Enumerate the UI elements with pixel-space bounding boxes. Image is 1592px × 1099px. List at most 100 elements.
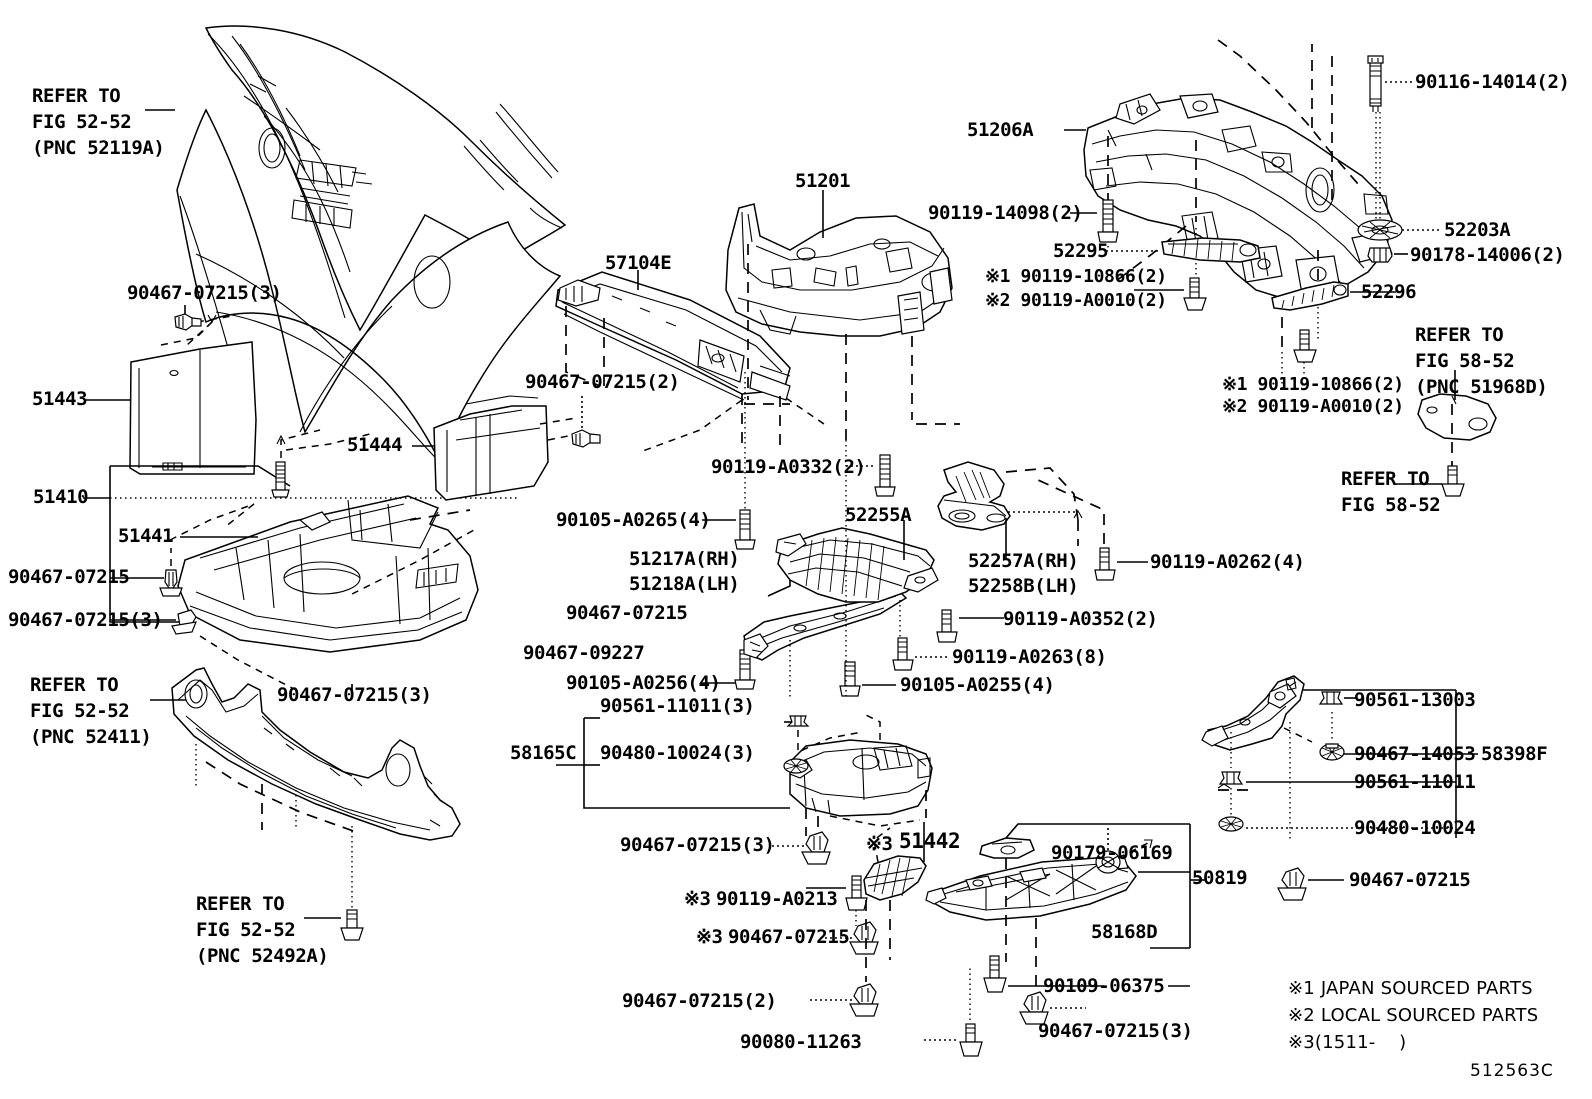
label-refer-52411: REFER TO FIG 52-52 (PNC 52411)	[30, 674, 152, 748]
label-90119-a0262: 90119-A0262(4)	[1150, 551, 1305, 573]
label-90467-07215-j: 90467-07215(3)	[1038, 1020, 1193, 1042]
label-51218a-lh: 51218A(LH)	[629, 573, 740, 595]
fastener-art-90480-10024-b	[1218, 816, 1244, 832]
label-refer-5852: REFER TO FIG 58-52	[1341, 468, 1441, 516]
label-90467-07215-h: 90467-07215	[728, 926, 850, 948]
fastener-art-90467-07215-c	[171, 609, 197, 635]
label-90467-09227: 90467-09227	[523, 642, 645, 664]
fastener-art-90116-14014	[1367, 55, 1384, 112]
label-refer-52492a: REFER TO FIG 52-52 (PNC 52492A)	[196, 893, 329, 967]
label-90467-07215-h-mark: ※3	[696, 926, 723, 948]
label-51442-mark: ※3	[866, 833, 893, 855]
fastener-art-90561-11011-a	[786, 715, 810, 727]
fastener-art-90467-07215-h	[1019, 991, 1049, 1025]
label-90480-10024-b: 90480-10024	[1354, 817, 1476, 839]
label-90467-07215-i: 90467-07215(2)	[622, 990, 777, 1012]
fastener-art-refer-5852-bolt	[1441, 465, 1465, 497]
label-90561-11011-b: 90561-11011	[1354, 771, 1476, 793]
label-90119-a0213: 90119-A0213	[716, 888, 838, 910]
fastener-art-90109-06375	[983, 955, 1007, 993]
label-90467-07215-c: 90467-07215(3)	[8, 609, 163, 631]
drawing-number: 512563C	[1470, 1061, 1554, 1081]
fastener-art-90119-a0352	[936, 609, 958, 643]
label-alt-top-1: ※1 90119-10866(2)	[985, 266, 1167, 287]
part-art-51443	[129, 314, 257, 475]
label-alt-top-2: ※2 90119-A0010(2)	[985, 290, 1167, 311]
fastener-art-90105-a0255	[839, 661, 861, 697]
fastener-art-90467-14053	[1319, 743, 1345, 761]
label-90116-14014: 90116-14014(2)	[1415, 71, 1570, 93]
label-90179-06169: 90179-06169	[1051, 842, 1173, 864]
fastener-art-90105-a0265	[734, 509, 756, 550]
label-90105-a0265: 90105-A0265(4)	[556, 509, 711, 531]
label-90080-11263: 90080-11263	[740, 1031, 862, 1053]
fastener-art-90119-a0332	[874, 454, 896, 497]
fastener-art-90467-07215-g	[849, 983, 879, 1017]
part-art-52296	[1271, 281, 1349, 311]
label-51206a: 51206A	[967, 119, 1034, 141]
part-art-bumper-cover-52119a	[176, 25, 567, 464]
label-90467-07215-k: 90467-07215	[1349, 869, 1471, 891]
part-art-51201	[725, 203, 953, 337]
label-90119-a0352: 90119-A0352(2)	[1003, 608, 1158, 630]
label-alt-mid-1: ※1 90119-10866(2)	[1222, 374, 1404, 395]
label-refer-51968d: REFER TO FIG 58-52 (PNC 51968D)	[1415, 324, 1548, 398]
label-90467-07215-e: 90467-07215(2)	[525, 371, 680, 393]
footnote-1: ※1 JAPAN SOURCED PARTS	[1288, 978, 1533, 999]
label-58165c: 58165C	[510, 742, 577, 764]
part-art-52255a	[775, 527, 939, 603]
label-90467-14053: 90467-14053	[1354, 743, 1476, 765]
fastener-art-90119-a0262	[1094, 547, 1116, 581]
label-90119-a0332: 90119-A0332(2)	[711, 456, 866, 478]
label-51441: 51441	[118, 525, 174, 547]
label-90467-07215-a: 90467-07215(3)	[127, 282, 282, 304]
part-art-51441-undercover	[177, 495, 479, 653]
label-90480-10024-a: 90480-10024(3)	[600, 742, 755, 764]
label-51201: 51201	[795, 170, 851, 192]
label-90119-14098: 90119-14098(2)	[928, 202, 1083, 224]
fastener-art-90467-07215-b	[159, 569, 183, 597]
fastener-art-90119-a0213	[845, 875, 868, 926]
part-art-51442	[863, 855, 927, 901]
part-art-52295	[1161, 237, 1261, 263]
fastener-art-90561-11011-b	[1218, 771, 1244, 785]
label-90178-14006: 90178-14006(2)	[1410, 244, 1565, 266]
label-90119-a0263: 90119-A0263(8)	[952, 646, 1107, 668]
label-57104e: 57104E	[605, 252, 672, 274]
label-90467-07215-d: 90467-07215(3)	[277, 684, 432, 706]
part-art-52257a	[937, 461, 1011, 531]
label-refer-52119a: REFER TO FIG 52-52 (PNC 52119A)	[32, 85, 165, 159]
fastener-art-90119-a0263	[892, 637, 914, 671]
label-alt-mid-2: ※2 90119-A0010(2)	[1222, 396, 1404, 417]
label-52295: 52295	[1053, 240, 1109, 262]
label-90561-11011-a: 90561-11011(3)	[600, 695, 755, 717]
label-51443: 51443	[32, 388, 88, 410]
part-art-50819	[979, 837, 1035, 859]
fastener-art-90480-10024-a	[783, 758, 809, 774]
label-51217a-rh: 51217A(RH)	[629, 548, 740, 570]
fastener-art-90467-07215-d	[571, 429, 601, 448]
part-art-52203a	[1357, 219, 1403, 241]
fastener-art-90119-10866-mid	[1293, 329, 1317, 378]
part-art-57104e	[555, 271, 791, 401]
part-art-51444	[433, 395, 549, 501]
fastener-art-90119-10866-top	[1183, 277, 1207, 311]
label-52296: 52296	[1361, 281, 1417, 303]
fastener-art-90080-11263	[959, 1023, 983, 1057]
part-art-58398f	[1201, 675, 1305, 751]
part-art-51217a	[743, 589, 908, 661]
part-art-51968d	[1417, 393, 1497, 441]
label-90119-a0213-mark: ※3	[684, 888, 711, 910]
fastener-art-90178-14006	[1367, 247, 1393, 263]
part-art-58165c	[789, 739, 933, 817]
fastener-art-90179-06169	[1095, 850, 1121, 874]
label-58168d: 58168D	[1091, 921, 1158, 943]
fastener-art-90561-13003	[1318, 691, 1344, 705]
label-58398f: 58398F	[1481, 743, 1548, 765]
fastener-art-90467-07215-i	[1277, 867, 1307, 901]
part-art-rear-bumper-52411	[171, 667, 461, 841]
fastener-art-refer-52492a-bolt	[340, 909, 364, 941]
fastener-art-bolt-51410	[271, 461, 290, 498]
